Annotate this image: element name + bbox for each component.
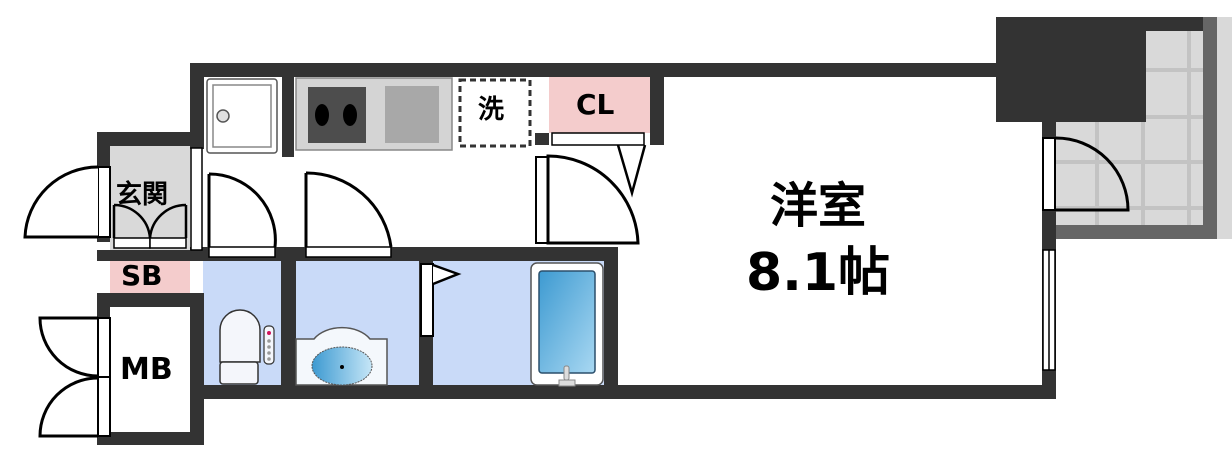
meter-box-label: MB <box>120 352 173 387</box>
room-door <box>535 154 640 245</box>
kitchen-counter <box>295 77 453 151</box>
meter-box <box>110 307 190 433</box>
shoe-box-label: SB <box>121 259 163 292</box>
entrance-door <box>23 165 111 239</box>
bath-door <box>420 263 462 337</box>
partition-strip <box>190 147 203 251</box>
washer-space <box>458 78 532 148</box>
bathtub <box>530 262 604 387</box>
toilet-fixture <box>219 309 275 385</box>
closet-door <box>551 132 647 198</box>
closet <box>549 77 650 133</box>
refrigerator <box>206 78 278 154</box>
window-right <box>1042 137 1056 371</box>
shoe-box <box>110 261 190 293</box>
balcony-door <box>1055 136 1130 212</box>
closet-label: CL <box>576 88 615 121</box>
western-room-area: 8.1帖 <box>745 243 891 303</box>
wash-basin <box>295 326 388 386</box>
washer-label: 洗 <box>478 95 505 125</box>
washroom-door <box>304 171 393 258</box>
entrance-label: 玄関 <box>116 180 169 210</box>
western-room-name: 洋室 <box>769 178 866 234</box>
toilet-door <box>207 172 277 258</box>
meter-box-doors <box>38 316 111 438</box>
shoe-cabinet-doors <box>112 203 188 249</box>
sink <box>385 86 439 143</box>
